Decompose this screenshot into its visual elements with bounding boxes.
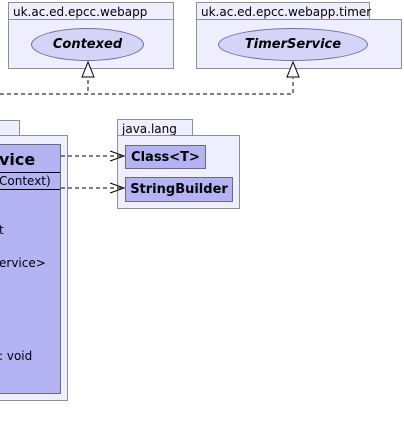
main-class-box[interactable]: vice Context) t ervice> : void <box>0 144 61 394</box>
java-lang-package-tab: java.lang <box>117 119 193 136</box>
realization-edge-contexed <box>0 78 89 95</box>
contexed-interface[interactable]: Contexed <box>31 28 144 61</box>
class-name-divider <box>0 172 60 173</box>
realization-edge-timerservice <box>0 78 294 95</box>
realization-arrowhead-contexed <box>81 60 95 78</box>
realization-arrowhead-timerservice <box>286 60 300 78</box>
timerservice-interface[interactable]: TimerService <box>218 28 368 61</box>
webapp-package-tab: uk.ac.ed.epcc.webapp <box>8 2 174 20</box>
main-class-name: vice <box>0 150 36 169</box>
constructor-divider <box>0 189 60 190</box>
dependency-arrowhead-stringbuilder <box>109 182 126 194</box>
timer-package-tab: uk.ac.ed.epcc.webapp.timer <box>196 2 371 20</box>
member-line-3: : void <box>0 349 33 363</box>
member-line-1: t <box>0 223 4 237</box>
class-t-box[interactable]: Class<T> <box>125 145 206 169</box>
dependency-arrowhead-class <box>109 150 126 162</box>
left-package-tab <box>0 120 20 136</box>
constructor-signature: Context) <box>0 174 51 188</box>
stringbuilder-box[interactable]: StringBuilder <box>125 177 233 202</box>
member-line-2: ervice> <box>0 256 46 270</box>
